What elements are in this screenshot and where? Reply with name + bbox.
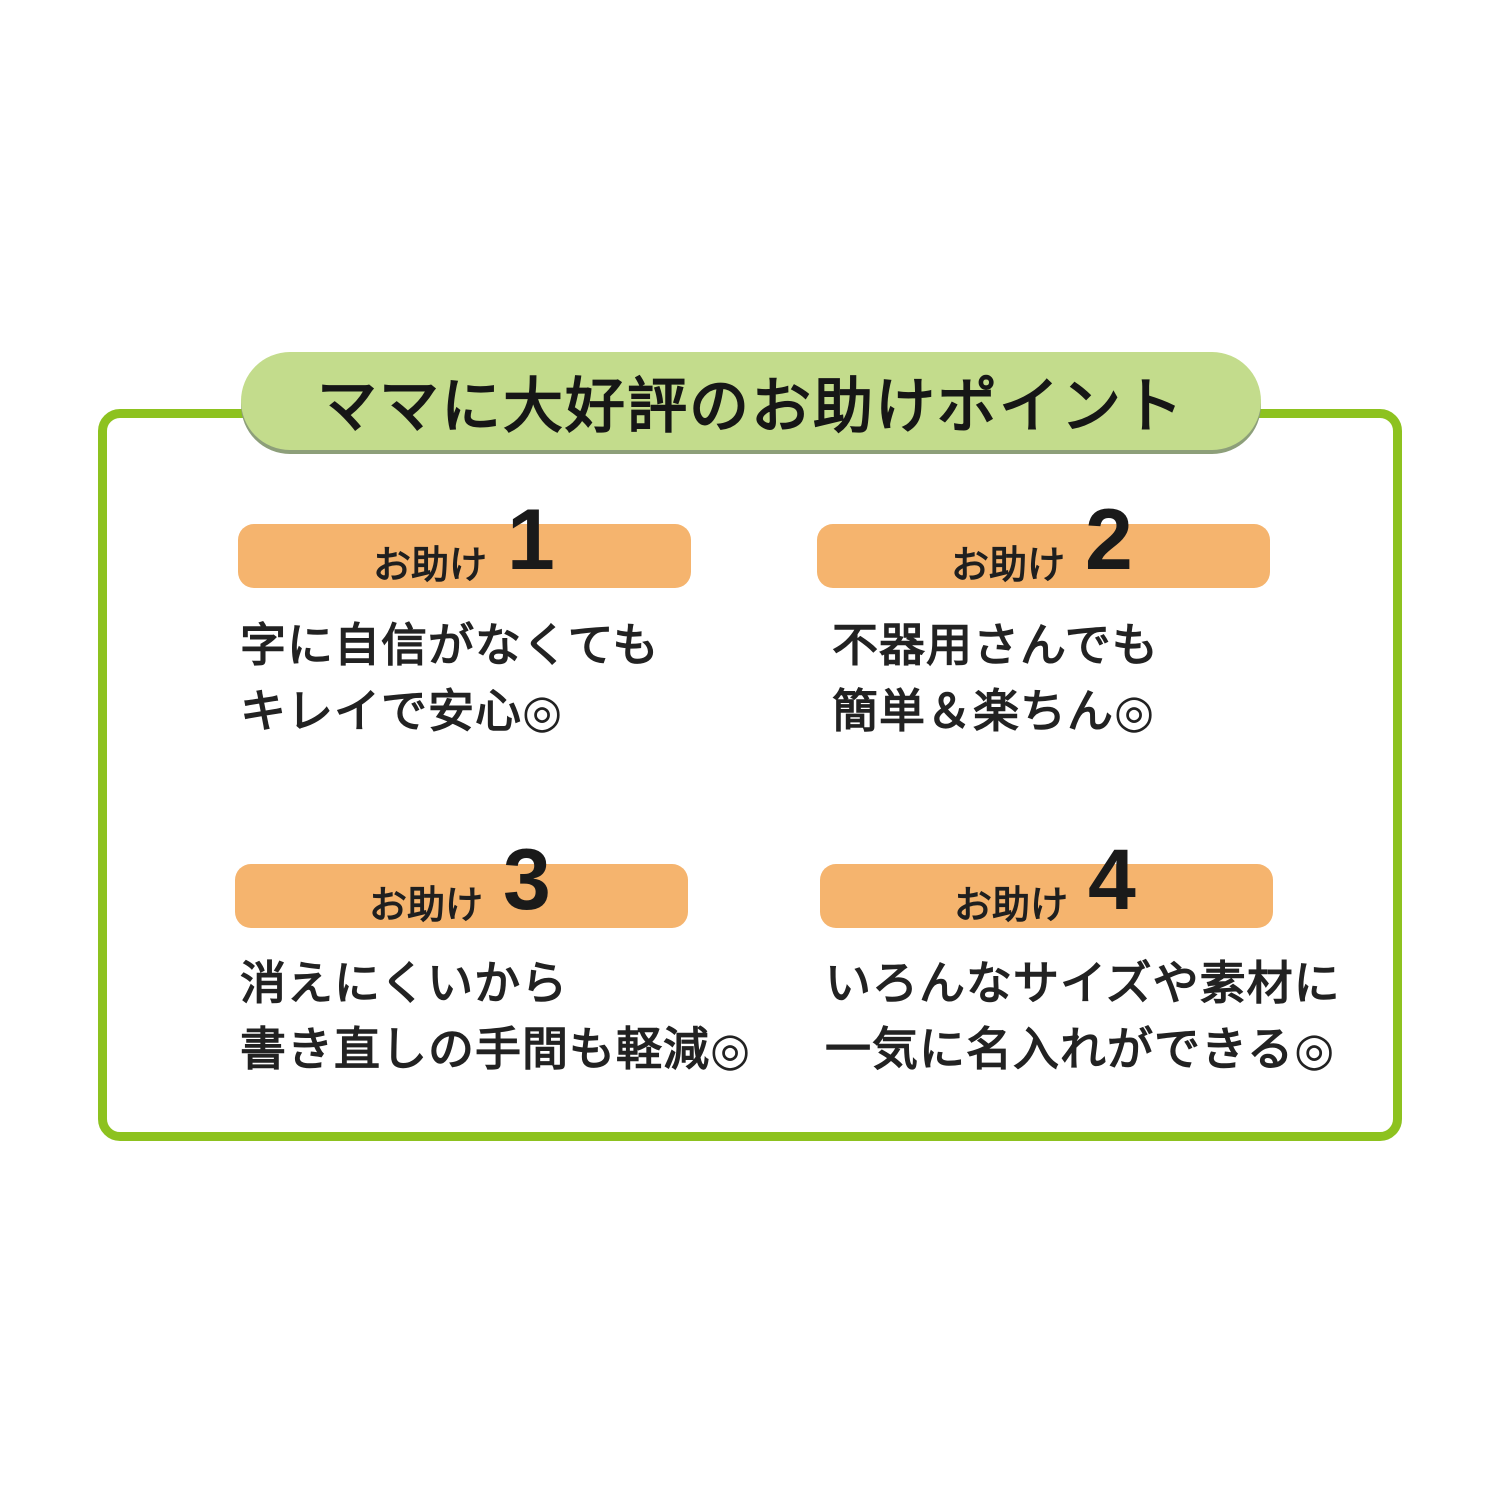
- point-2-tag-label: お助け: [951, 543, 1066, 587]
- point-4-text: いろんなサイズや素材に 一気に名入れができる◎: [825, 950, 1341, 1082]
- point-4-number: 4: [1088, 832, 1136, 928]
- point-2-tag: [817, 524, 1270, 588]
- point-2-number: 2: [1085, 492, 1133, 588]
- point-1-number: 1: [507, 492, 555, 588]
- point-2-line-1: 不器用さんでも: [832, 618, 1159, 672]
- point-4-line-2: 一気に名入れができる◎: [825, 1022, 1336, 1076]
- point-1-tag: [238, 524, 691, 588]
- point-3-number: 3: [503, 832, 551, 928]
- point-2-line-2: 簡単＆楽ちん◎: [832, 684, 1156, 738]
- point-4-line-1: いろんなサイズや素材に: [825, 956, 1341, 1010]
- point-3-line-1: 消えにくいから: [240, 956, 569, 1010]
- point-3-line-2: 書き直しの手間も軽減◎: [240, 1022, 752, 1076]
- point-1-line-2: キレイで安心◎: [240, 684, 564, 738]
- point-3-tag-label: お助け: [369, 883, 484, 927]
- point-3-text: 消えにくいから 書き直しの手間も軽減◎: [240, 950, 751, 1082]
- point-4-tag: [820, 864, 1273, 928]
- point-1-tag-label: お助け: [373, 543, 488, 587]
- title-banner: ママに大好評のお助けポイント: [241, 352, 1261, 450]
- page-title: ママに大好評のお助けポイント: [317, 371, 1185, 442]
- point-1-text: 字に自信がなくても キレイで安心◎: [240, 612, 659, 744]
- point-4-tag-label: お助け: [954, 883, 1069, 927]
- point-1-line-1: 字に自信がなくても: [240, 618, 660, 672]
- point-2-text: 不器用さんでも 簡単＆楽ちん◎: [832, 612, 1159, 744]
- point-3-tag: [235, 864, 688, 928]
